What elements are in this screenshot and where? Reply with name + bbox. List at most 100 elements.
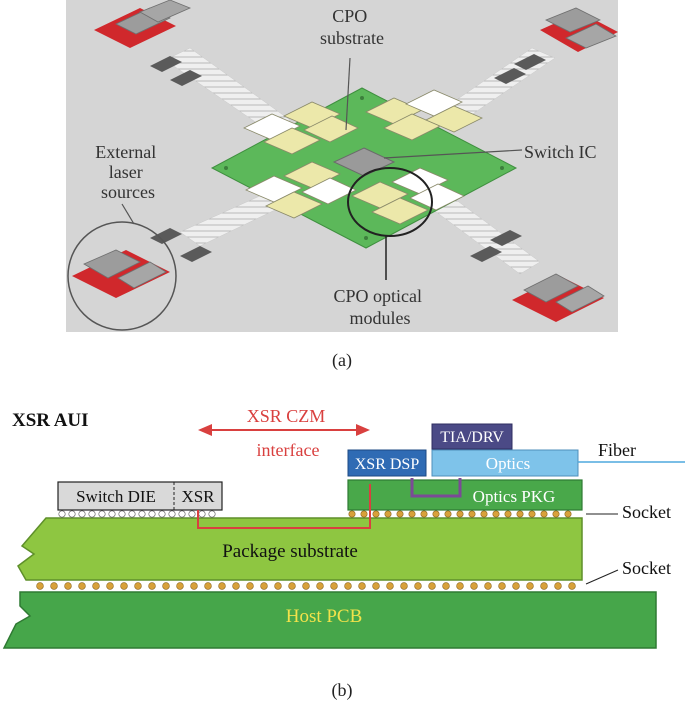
solder-bump	[348, 510, 356, 518]
solder-bump	[218, 582, 226, 590]
solder-bump	[456, 582, 464, 590]
solder-bump	[168, 510, 176, 518]
socket-bumps-upper	[58, 510, 572, 518]
leader-line-substrate	[345, 57, 351, 131]
solder-bump	[162, 582, 170, 590]
solder-bump	[88, 510, 96, 518]
solder-bump	[134, 582, 142, 590]
solder-bump	[400, 582, 408, 590]
solder-bump	[204, 582, 212, 590]
solder-bump	[360, 510, 368, 518]
board-corner-hole	[364, 236, 368, 240]
connector	[150, 56, 182, 72]
optical-module-cluster-top-right	[365, 89, 483, 141]
solder-bump	[414, 582, 422, 590]
label-laser-line2: laser	[109, 162, 143, 182]
label-cpo-substrate-line2: substrate	[320, 28, 384, 48]
laser-source-bottom-right	[470, 230, 605, 322]
solder-bump	[420, 510, 428, 518]
optics-block	[431, 449, 579, 477]
solder-bump	[498, 582, 506, 590]
caption-b: (b)	[332, 680, 353, 701]
solder-bump	[148, 510, 156, 518]
solder-bump	[288, 582, 296, 590]
solder-bump	[68, 510, 76, 518]
solder-bump	[198, 510, 206, 518]
connector	[470, 246, 502, 262]
leader-line-switch-ic	[383, 149, 523, 159]
solder-bump	[568, 582, 576, 590]
solder-bump	[396, 510, 404, 518]
label-cpo-substrate-line1: CPO	[332, 6, 367, 26]
solder-bump	[330, 582, 338, 590]
socket-bumps-lower	[36, 582, 576, 590]
solder-bump	[176, 582, 184, 590]
optical-module-cluster-top-left	[243, 101, 359, 155]
solder-bump	[138, 510, 146, 518]
solder-bump	[246, 582, 254, 590]
solder-bump	[552, 510, 560, 518]
optical-module	[245, 175, 303, 203]
label-czm: XSR CZM	[247, 406, 326, 426]
optical-module	[283, 161, 341, 189]
solder-bump	[456, 510, 464, 518]
solder-bump	[408, 510, 416, 518]
solder-bump	[526, 582, 534, 590]
czm-arrow-head-right	[356, 424, 370, 436]
panel-b: XSR AUI XSR CZM interface Host PCB Packa…	[2, 406, 685, 649]
laser-source-bottom-left	[72, 228, 212, 298]
solder-bump	[188, 510, 196, 518]
solder-bump	[106, 582, 114, 590]
laser-box	[523, 273, 579, 303]
solder-bump	[208, 510, 216, 518]
xsr-dsp-block	[347, 449, 427, 477]
laser-base	[512, 276, 604, 322]
module-highlight-ellipse	[347, 167, 433, 237]
solder-bump	[484, 582, 492, 590]
label-laser-line1: External	[95, 142, 156, 162]
optical-module	[425, 105, 483, 133]
socket-leader-bottom	[585, 569, 619, 585]
solder-bump	[316, 582, 324, 590]
label-xsr-dsp: XSR DSP	[355, 456, 420, 473]
optical-module	[263, 127, 321, 155]
solder-bump	[372, 582, 380, 590]
solder-bump	[480, 510, 488, 518]
optical-module	[243, 113, 301, 141]
label-host-pcb: Host PCB	[286, 606, 363, 627]
optical-module	[351, 181, 409, 209]
optical-module	[303, 115, 359, 143]
label-switch-die: Switch DIE	[76, 487, 156, 506]
solder-bump	[50, 582, 58, 590]
solder-bump	[274, 582, 282, 590]
connector	[150, 228, 182, 244]
solder-bump	[468, 510, 476, 518]
solder-bump	[528, 510, 536, 518]
label-fiber: Fiber	[598, 440, 636, 460]
solder-bump	[540, 510, 548, 518]
solder-bump	[444, 510, 452, 518]
laser-source-top-left	[94, 0, 202, 86]
board-corner-hole	[500, 166, 504, 170]
label-socket-top: Socket	[622, 502, 671, 522]
solder-bump	[386, 582, 394, 590]
label-optics: Optics	[486, 454, 530, 473]
solder-bump	[158, 510, 166, 518]
optical-module	[283, 101, 341, 129]
solder-bump	[432, 510, 440, 518]
optical-module-cluster-bottom-right	[351, 167, 465, 225]
solder-bump	[118, 510, 126, 518]
solder-bump	[78, 582, 86, 590]
label-optics-pkg: Optics PKG	[473, 487, 556, 506]
solder-bump	[98, 510, 106, 518]
optical-module	[371, 197, 429, 225]
solder-bump	[554, 582, 562, 590]
laser-highlight-circle	[67, 221, 177, 331]
host-pcb	[2, 591, 657, 649]
panel-a: CPO substrate Switch IC External laser s…	[66, 0, 618, 332]
label-tia-drv: TIA/DRV	[440, 429, 504, 446]
label-external-laser-sources: External laser sources	[95, 142, 160, 202]
laser-box	[555, 285, 605, 313]
solder-bump	[36, 582, 44, 590]
solder-bump	[78, 510, 86, 518]
